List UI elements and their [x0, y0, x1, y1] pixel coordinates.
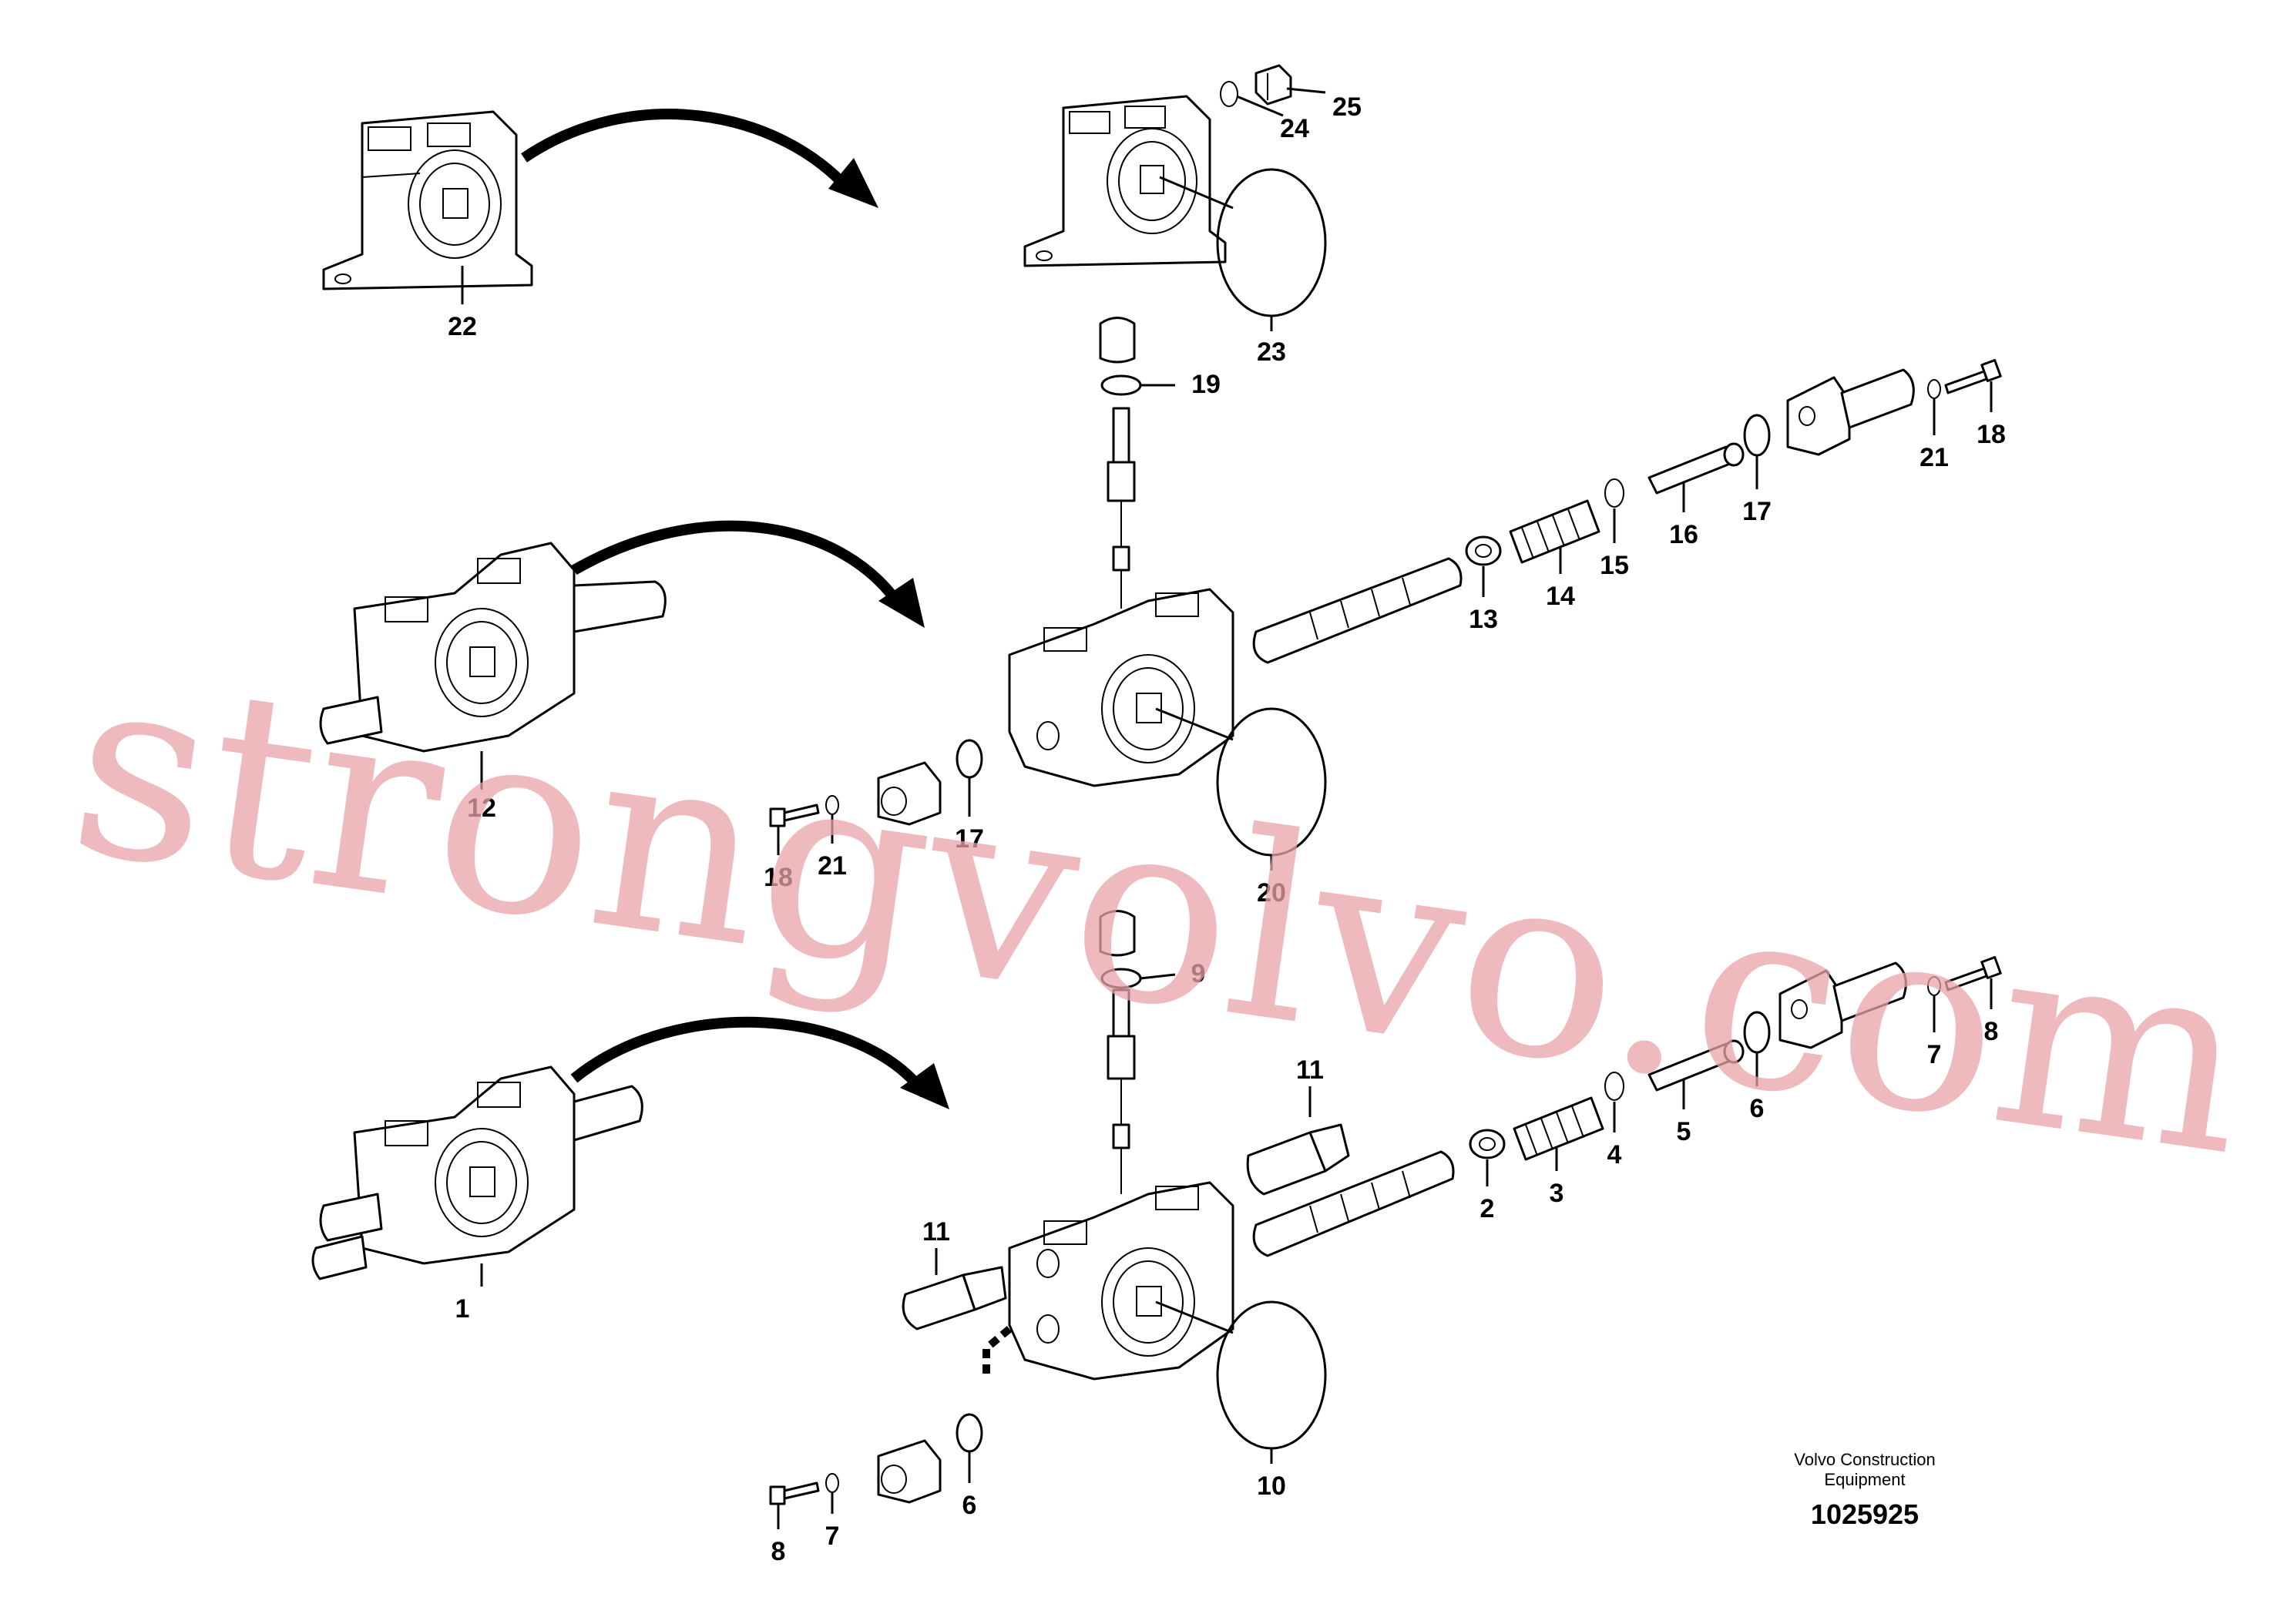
rod-16	[1647, 442, 1745, 495]
label-15: 15	[1600, 551, 1629, 580]
washer-7-left	[825, 1473, 839, 1493]
plug-stack-9	[1099, 910, 1142, 1194]
label-25: 25	[1332, 92, 1362, 122]
label-10: 10	[1257, 1471, 1286, 1501]
bolt-18-left	[769, 804, 820, 827]
cover-cap-left-bottom	[877, 1439, 942, 1504]
plug-stack-19	[1099, 317, 1142, 609]
rod-5	[1647, 1039, 1745, 1092]
washer-4	[1604, 1072, 1624, 1101]
valve-body-middle	[1008, 588, 1234, 787]
o-ring-6-left	[956, 1413, 983, 1453]
label-20: 20	[1257, 878, 1286, 908]
label-9: 9	[1191, 959, 1206, 988]
label-1: 1	[455, 1294, 470, 1324]
spring-3	[1513, 1096, 1604, 1161]
spool-bottom	[1252, 1150, 1455, 1257]
arrowhead-middle	[878, 578, 925, 628]
bolt-8-left	[769, 1481, 820, 1505]
arrowhead-bottom	[900, 1063, 949, 1109]
label-19: 19	[1191, 370, 1221, 399]
label-16: 16	[1669, 520, 1698, 549]
o-ring-24	[1220, 81, 1238, 107]
spring-seat-13	[1465, 535, 1502, 566]
o-ring-17-top	[1743, 414, 1771, 457]
end-section-assembly-22	[322, 110, 533, 290]
label-4: 4	[1607, 1140, 1622, 1169]
relief-valve-11-upper	[1246, 1123, 1350, 1196]
washer-7-right	[1927, 976, 1941, 996]
footer-company-line2: Equipment	[1824, 1470, 1905, 1489]
valve-section-assembly-12	[319, 542, 667, 753]
label-11-upper: 11	[1296, 1055, 1324, 1085]
label-6-left: 6	[962, 1491, 977, 1520]
washer-15	[1604, 478, 1624, 508]
valve-section-assembly-1	[311, 1065, 643, 1280]
arrow-1-to-bottom	[570, 1016, 929, 1098]
cover-cap-right-middle	[1786, 368, 1915, 456]
large-seal-10	[1216, 1300, 1327, 1450]
footer-drawing-number: 1025925	[1811, 1498, 1919, 1530]
o-ring-19	[1100, 374, 1142, 396]
label-6-right: 6	[1750, 1094, 1765, 1123]
label-18-top: 18	[1977, 420, 2006, 449]
dashed-alignment-line	[982, 1326, 1013, 1379]
cover-cap-right-bottom	[1778, 961, 1907, 1049]
valve-body-bottom	[1008, 1181, 1234, 1381]
label-12: 12	[467, 794, 496, 823]
label-7-left: 7	[825, 1522, 840, 1551]
washer-21-left	[825, 795, 839, 815]
washer-21-top	[1927, 379, 1941, 399]
label-2: 2	[1480, 1194, 1495, 1223]
relief-valve-11-lower	[902, 1266, 1007, 1330]
label-14: 14	[1546, 582, 1575, 611]
label-5: 5	[1677, 1117, 1691, 1146]
label-3: 3	[1550, 1179, 1564, 1208]
bolt-8-right	[1944, 956, 2002, 992]
spring-14	[1509, 499, 1600, 564]
o-ring-17-left	[956, 739, 983, 779]
label-17-left: 17	[955, 824, 984, 854]
label-24: 24	[1280, 114, 1309, 143]
plug-25	[1254, 64, 1292, 106]
label-7-right: 7	[1927, 1040, 1942, 1069]
large-seal-23	[1216, 168, 1327, 317]
label-23: 23	[1257, 337, 1286, 367]
label-11-lower: 11	[922, 1217, 950, 1247]
label-21-top: 21	[1920, 443, 1949, 472]
cover-cap-left-middle	[877, 761, 942, 826]
label-13: 13	[1469, 605, 1498, 634]
label-18-left: 18	[764, 863, 793, 892]
spring-seat-2	[1469, 1129, 1506, 1159]
arrowhead-top	[828, 158, 878, 208]
footer-company-line1: Volvo Construction	[1794, 1450, 1935, 1469]
spool-middle	[1252, 557, 1463, 664]
arrow-12-to-middle	[571, 520, 906, 612]
end-section-exploded-top	[1023, 95, 1227, 267]
arrow-22-to-top	[521, 109, 856, 196]
label-8-left: 8	[771, 1537, 786, 1566]
label-8-right: 8	[1984, 1017, 1999, 1046]
label-17-top: 17	[1742, 497, 1772, 526]
label-22: 22	[448, 312, 477, 341]
label-21-left: 21	[818, 851, 847, 881]
bolt-18-top	[1944, 359, 2002, 394]
